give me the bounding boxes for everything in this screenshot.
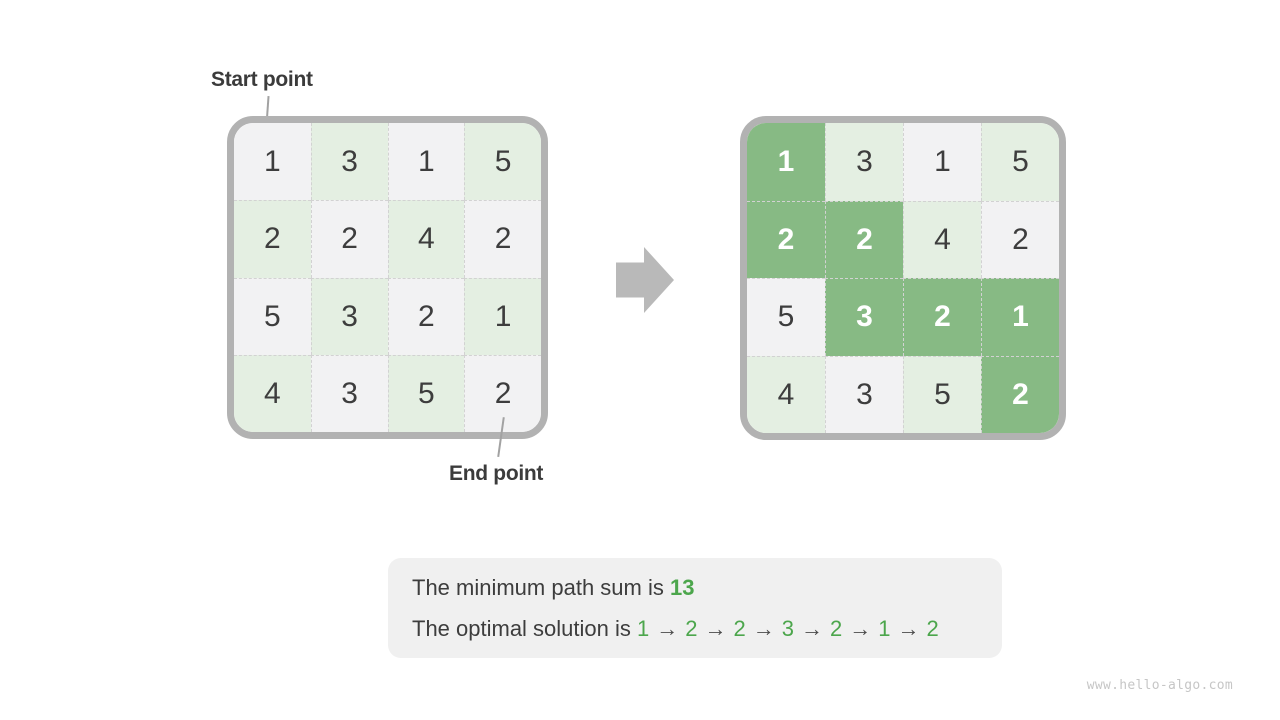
grid-cell: 1: [981, 278, 1059, 356]
grid-cell: 2: [747, 200, 825, 278]
grid-cell: 3: [310, 277, 388, 355]
grid-cell: 4: [747, 355, 825, 433]
grid-cell: 2: [903, 278, 981, 356]
min-sum-line: The minimum path sum is 13: [412, 567, 1002, 608]
sequence-arrow-separator: →: [656, 616, 679, 641]
grid-cell: 5: [234, 277, 311, 355]
grid-cell: 4: [903, 200, 981, 278]
sequence-path-value: 2: [926, 616, 939, 641]
sequence-path-value: 1: [637, 616, 650, 641]
sequence-path-value: 2: [733, 616, 746, 641]
grid-cell: 2: [981, 200, 1059, 278]
min-sum-text: The minimum path sum is: [412, 575, 670, 600]
grid-cell: 3: [310, 123, 388, 201]
sequence-arrow-separator: →: [801, 616, 823, 641]
grid-cell: 2: [387, 277, 465, 355]
watermark: www.hello-algo.com: [1086, 678, 1233, 693]
end-point-label: End point: [449, 462, 544, 485]
summary-box: The minimum path sum is 13 The optimal s…: [388, 558, 1002, 658]
sequence-arrow-separator: →: [897, 616, 920, 641]
sequence-path-value: 2: [685, 616, 698, 641]
sequence-arrow-separator: →: [752, 616, 775, 641]
sequence-path-value: 1: [878, 616, 891, 641]
right-block-arrow-shape: [616, 247, 674, 313]
grid-cell: 4: [387, 200, 465, 278]
optimal-solution-line: The optimal solution is 1→2→2→3→2→1→2: [412, 608, 1002, 649]
start-point-label: Start point: [211, 68, 313, 91]
grid-cell: 3: [825, 355, 903, 433]
grid-cell: 1: [387, 123, 465, 201]
grid-cell: 2: [234, 200, 311, 278]
sequence-arrow-separator: →: [704, 616, 727, 641]
grid-cell: 3: [825, 278, 903, 356]
flow-arrow-icon: [616, 247, 674, 313]
sequence-path-value: 2: [830, 616, 843, 641]
grid-cell: 5: [464, 123, 541, 201]
grid-cell: 5: [903, 355, 981, 433]
grid-cell: 1: [234, 123, 311, 201]
grid-cell: 2: [825, 200, 903, 278]
grid-cell: 3: [825, 123, 903, 201]
sequence-arrow-separator: →: [849, 616, 872, 641]
grid-cell: 5: [981, 123, 1059, 201]
grid-cell: 4: [234, 354, 311, 432]
grid-cell: 2: [310, 200, 388, 278]
grid-cell: 2: [981, 355, 1059, 433]
grid-cell: 3: [310, 354, 388, 432]
sequence-path-value: 3: [781, 616, 794, 641]
grid-cell: 5: [387, 354, 465, 432]
grid-cell: 2: [464, 200, 541, 278]
optimal-solution-sequence: 1→2→2→3→2→1→2: [637, 616, 939, 641]
grid-cell: 1: [747, 123, 825, 201]
optimal-solution-text: The optimal solution is: [412, 616, 637, 641]
grid-cell: 1: [464, 277, 541, 355]
min-sum-value: 13: [669, 575, 695, 600]
grid-cell: 1: [903, 123, 981, 201]
grid-cell: 5: [747, 278, 825, 356]
